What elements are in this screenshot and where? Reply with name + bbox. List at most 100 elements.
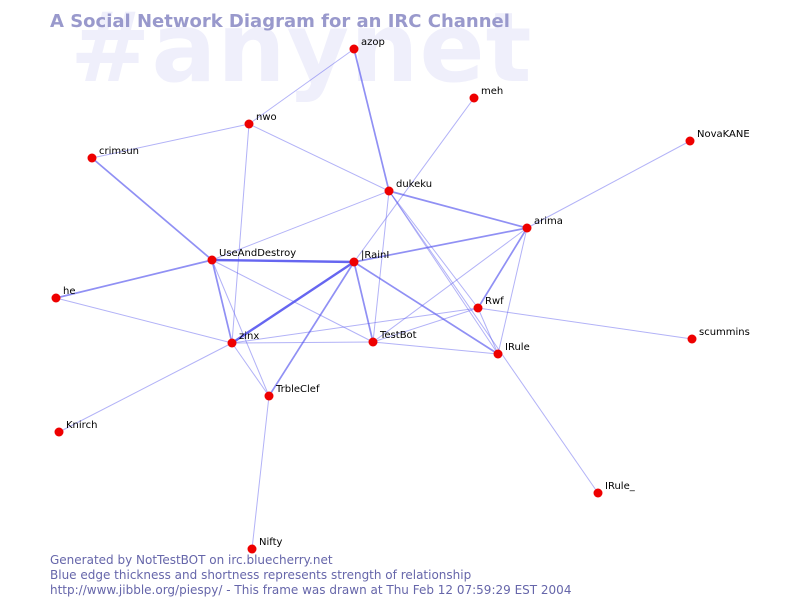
footer-legend-note: Blue edge thickness and shortness repres… bbox=[50, 568, 472, 582]
node-Knirch: Knirch bbox=[54, 420, 97, 437]
node-label: UseAndDestroy bbox=[219, 248, 296, 259]
edge-zinx-TestBot bbox=[231, 341, 374, 344]
node-dot bbox=[244, 119, 254, 129]
node-dukeku: dukeku bbox=[384, 179, 432, 196]
node-arima: arima bbox=[522, 216, 563, 233]
node-label: NovaKANE bbox=[697, 129, 750, 140]
node-label: |RainI bbox=[361, 250, 389, 261]
node-he: he bbox=[51, 286, 76, 303]
node-label: zinx bbox=[239, 331, 259, 342]
edge-UseAndDestroy-IRainI bbox=[211, 258, 355, 264]
node-label: arima bbox=[534, 216, 563, 227]
node-label: scummins bbox=[699, 327, 750, 338]
node-dot bbox=[227, 338, 237, 348]
node-label: TestBot bbox=[379, 330, 417, 341]
edge-Rwf-IRule bbox=[477, 307, 499, 355]
edge-azop-dukeku bbox=[353, 48, 390, 192]
node-dot bbox=[493, 349, 503, 359]
node-IRainI: |RainI bbox=[349, 250, 389, 267]
edge-dukeku-IRule bbox=[388, 190, 499, 355]
node-label: IRule bbox=[505, 342, 530, 353]
edge-layer bbox=[55, 48, 693, 550]
edge-IRainI-TrbleClef bbox=[268, 261, 355, 397]
edge-Rwf-zinx bbox=[231, 307, 479, 344]
edge-TestBot-IRule bbox=[372, 341, 499, 355]
edge-dukeku-TestBot bbox=[372, 190, 390, 343]
edge-azop-nwo bbox=[248, 48, 355, 125]
edge-arima-IRule bbox=[497, 227, 528, 355]
node-dot bbox=[54, 427, 64, 437]
edge-meh-IRainI bbox=[353, 97, 475, 263]
edge-arima-IRainI bbox=[353, 227, 528, 263]
node-label: Rwf bbox=[485, 296, 504, 307]
edge-IRainI-TestBot bbox=[353, 261, 374, 343]
footer-frame-info: http://www.jibble.org/piespy/ - This fra… bbox=[50, 583, 572, 597]
edge-crimsun-UseAndDestroy bbox=[91, 157, 213, 261]
node-dot bbox=[87, 153, 97, 163]
node-dot bbox=[349, 257, 359, 267]
edge-zinx-TrbleClef bbox=[231, 342, 270, 397]
node-dot bbox=[593, 488, 603, 498]
node-UseAndDestroy: UseAndDestroy bbox=[207, 248, 296, 265]
edge-UseAndDestroy-TestBot bbox=[211, 259, 374, 343]
node-Rwf: Rwf bbox=[473, 296, 504, 313]
edge-nwo-dukeku bbox=[248, 123, 390, 192]
node-dot bbox=[349, 44, 359, 54]
edge-UseAndDestroy-he bbox=[55, 259, 213, 299]
node-dot bbox=[469, 93, 479, 103]
node-TrbleClef: TrbleClef bbox=[264, 384, 320, 401]
node-dot bbox=[473, 303, 483, 313]
node-label: meh bbox=[481, 86, 503, 97]
edge-arima-TestBot bbox=[372, 227, 528, 343]
edge-TrbleClef-Nifty bbox=[251, 395, 270, 550]
node-Nifty: Nifty bbox=[247, 537, 283, 554]
footer-info: Generated by NotTestBOT on irc.bluecherr… bbox=[50, 553, 571, 598]
node-scummins: scummins bbox=[687, 327, 750, 344]
node-NovaKANE: NovaKANE bbox=[685, 129, 750, 146]
node-label: crimsun bbox=[99, 146, 139, 157]
node-dot bbox=[247, 544, 257, 554]
edge-UseAndDestroy-TrbleClef bbox=[211, 259, 270, 397]
node-dot bbox=[522, 223, 532, 233]
node-TestBot: TestBot bbox=[368, 330, 417, 347]
edge-UseAndDestroy-zinx bbox=[211, 259, 233, 344]
node-dot bbox=[368, 337, 378, 347]
node-label: IRule_ bbox=[605, 481, 636, 492]
node-dot bbox=[207, 255, 217, 265]
node-dot bbox=[264, 391, 274, 401]
edge-Rwf-scummins bbox=[477, 307, 693, 340]
node-crimsun: crimsun bbox=[87, 146, 139, 163]
edge-nwo-crimsun bbox=[91, 123, 250, 159]
node-label: Nifty bbox=[259, 537, 283, 548]
node-label: azop bbox=[361, 37, 385, 48]
node-dot bbox=[384, 186, 394, 196]
edge-NovaKANE-arima bbox=[526, 140, 691, 229]
edge-he-zinx bbox=[55, 297, 233, 344]
edge-Rwf-TestBot bbox=[372, 307, 479, 343]
edge-dukeku-UseAndDestroy bbox=[211, 190, 390, 261]
edge-nwo-zinx bbox=[231, 123, 250, 344]
node-label: nwo bbox=[256, 112, 277, 123]
node-nwo: nwo bbox=[244, 112, 277, 129]
edge-IRainI-IRule bbox=[353, 261, 499, 355]
node-label: Knirch bbox=[66, 420, 97, 431]
node-meh: meh bbox=[469, 86, 503, 103]
node-IRule_: IRule_ bbox=[593, 481, 636, 498]
edge-dukeku-arima bbox=[388, 190, 528, 229]
node-dot bbox=[685, 136, 695, 146]
node-IRule: IRule bbox=[493, 342, 530, 359]
node-layer: azop meh nwo crimsun NovaKANE dukeku arimaUseA… bbox=[51, 37, 750, 554]
node-azop: azop bbox=[349, 37, 385, 54]
diagram-title: A Social Network Diagram for an IRC Chan… bbox=[50, 11, 510, 32]
edge-arima-Rwf bbox=[477, 227, 528, 309]
node-label: he bbox=[63, 286, 76, 297]
node-dot bbox=[687, 334, 697, 344]
footer-generated-by: Generated by NotTestBOT on irc.bluecherr… bbox=[50, 553, 333, 567]
edge-IRainI-zinx bbox=[231, 261, 355, 344]
channel-watermark: #anynet bbox=[70, 0, 533, 104]
edge-zinx-Knirch bbox=[58, 342, 233, 433]
node-dot bbox=[51, 293, 61, 303]
edge-dukeku-Rwf bbox=[388, 190, 479, 309]
